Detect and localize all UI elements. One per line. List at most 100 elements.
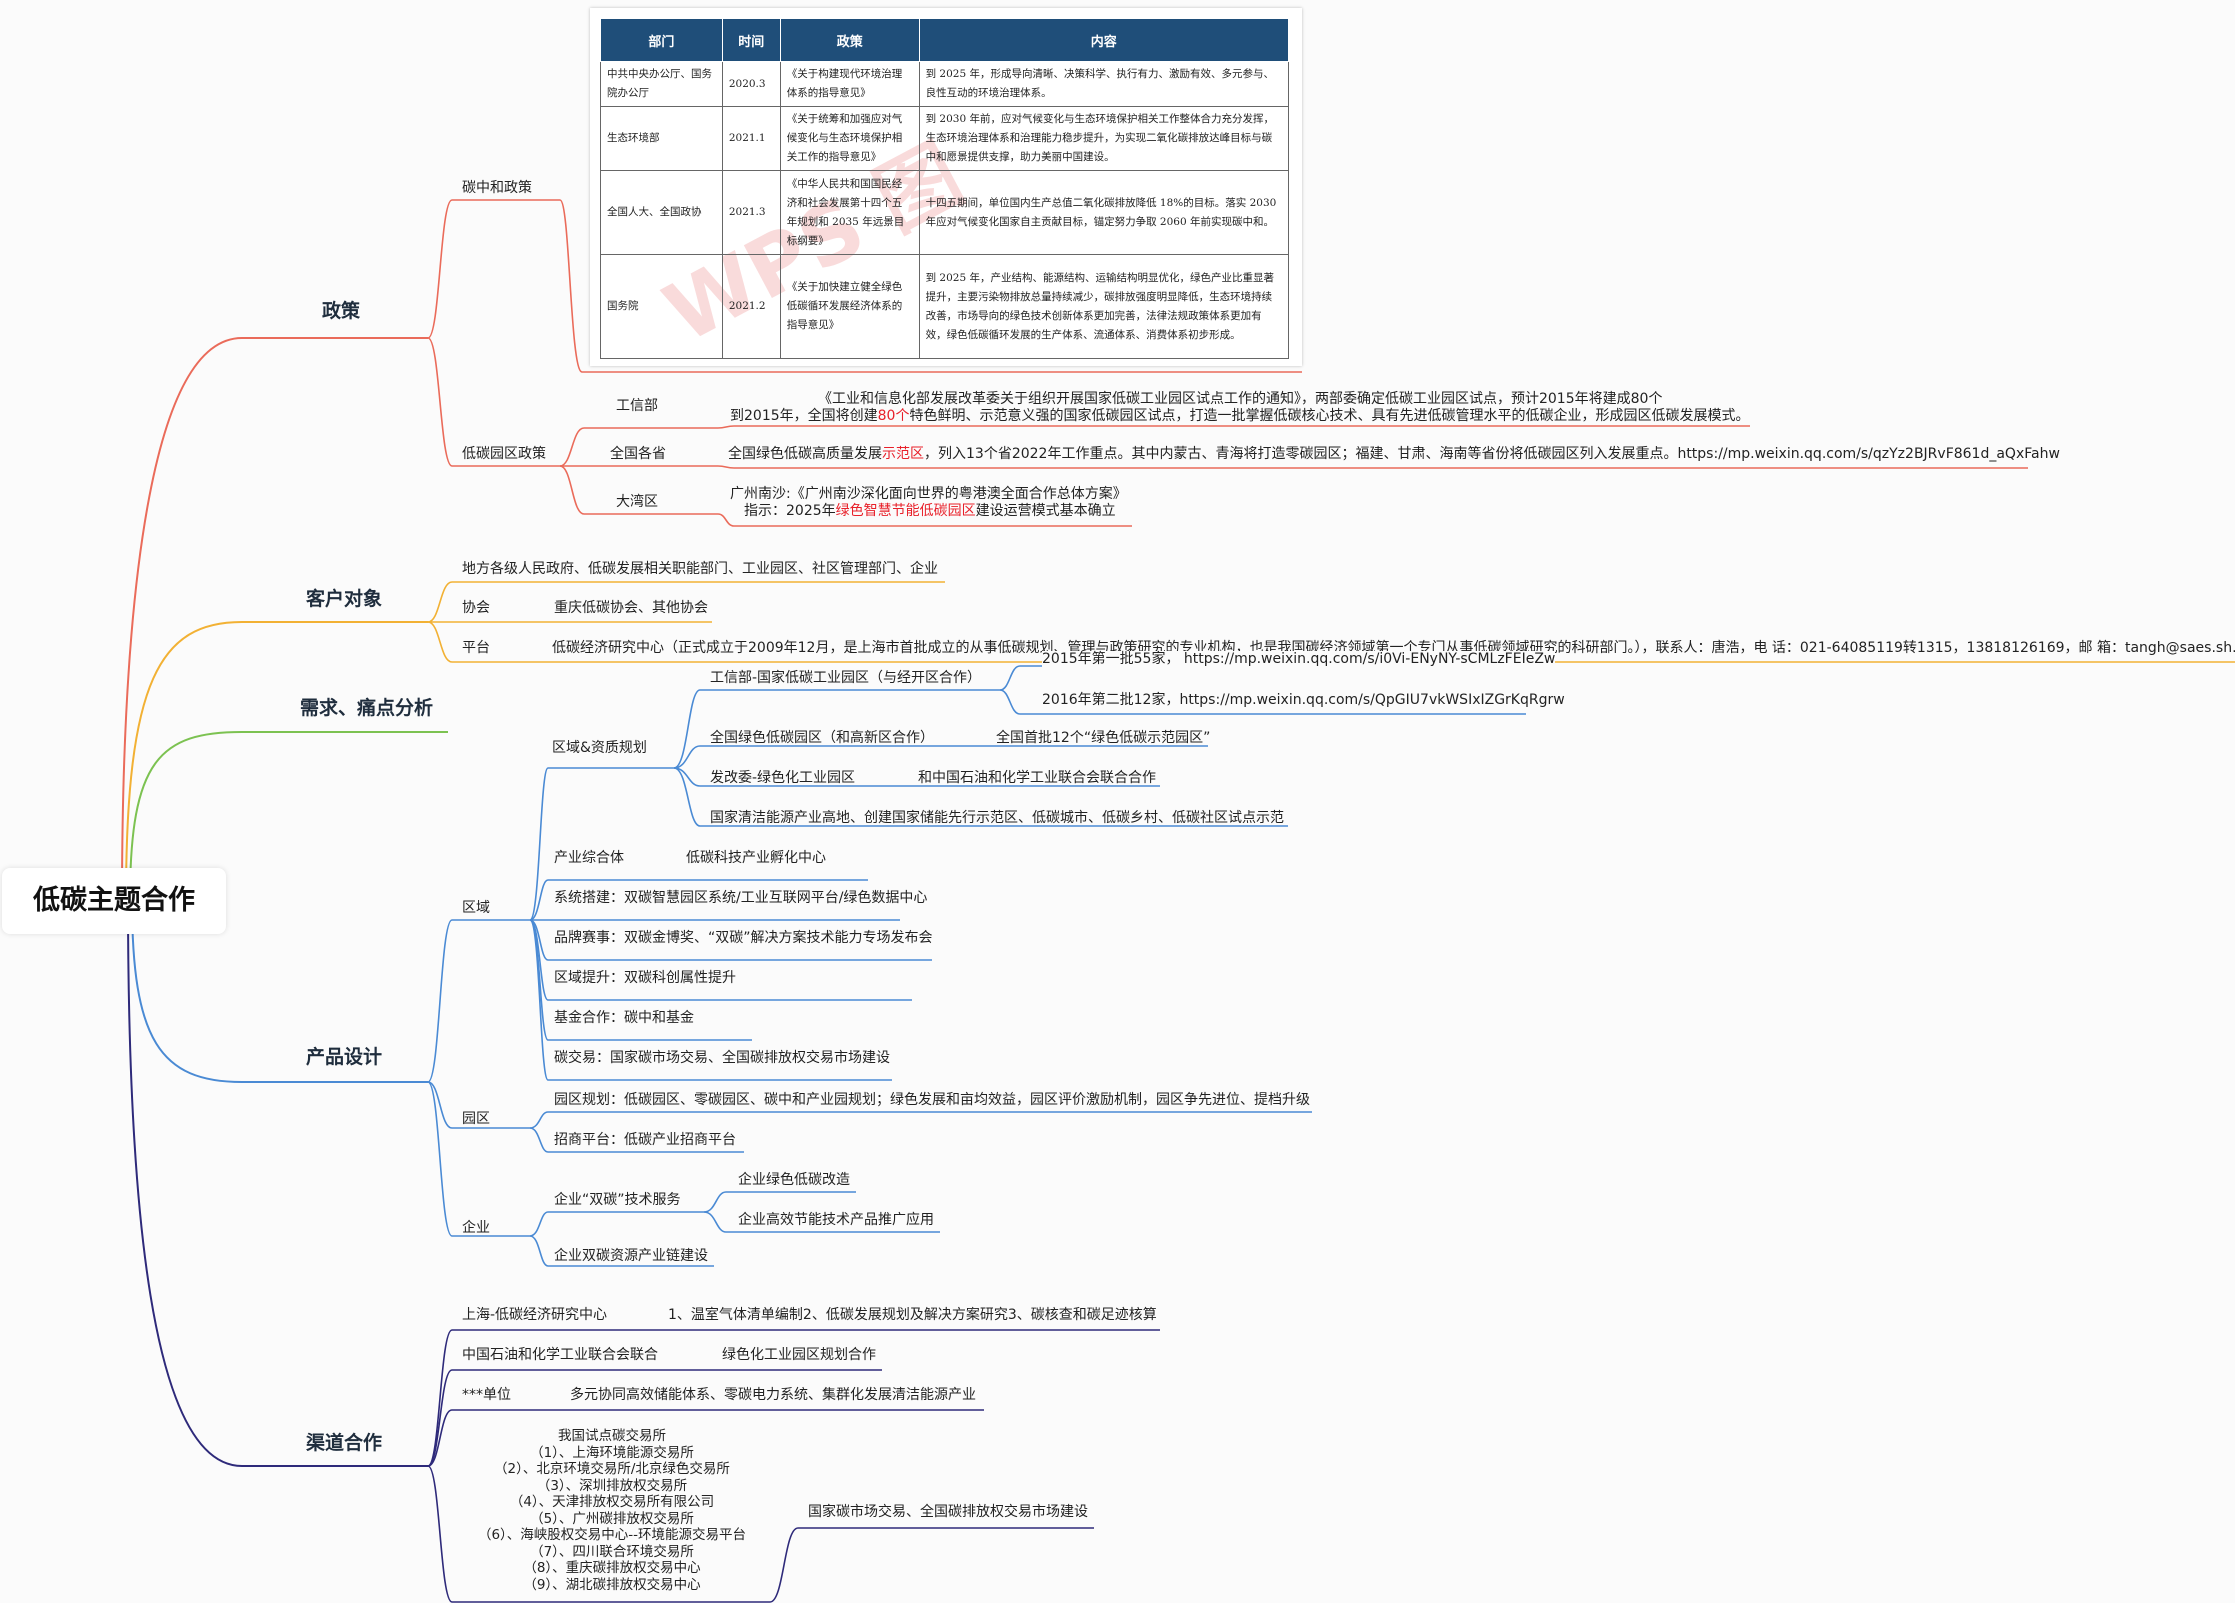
exchange-item: （7）、四川联合环境交易所 [530,1543,694,1560]
table-cell: 2020.3 [721,61,781,107]
node-product[interactable]: 产品设计 [306,1046,383,1068]
table-cell: 全国人大、全国政协 [600,170,723,255]
node-customer[interactable]: 客户对象 [306,588,383,610]
prov-text: ，列入13个省2022年工作重点。其中内蒙古、青海将打造零碳园区；福建、甘肃、海… [924,446,2060,462]
node-miit-detail[interactable]: 《工业和信息化部发展改革委关于组织开展国家低碳工业园区试点工作的通知》，两部委确… [730,391,1749,425]
table-cell: 生态环境部 [600,106,723,171]
node-industry[interactable]: 产业综合体 [554,850,624,866]
node-cpcif-detail[interactable]: 绿色化工业园区规划合作 [722,1347,876,1363]
table-cell: 2021.2 [721,254,781,359]
node-park-plan[interactable]: 园区规划：低碳园区、零碳园区、碳中和产业园规划；绿色发展和亩均效益，园区评价激励… [554,1092,1310,1108]
node-provinces[interactable]: 全国各省 [610,446,666,462]
table-cell: 十四五期间，单位国内生产总值二氧化碳排放降低 18%的目标。落实 2030 年应… [918,170,1290,255]
table-cell: 《关于构建现代环境治理体系的指导意见》 [779,61,920,107]
node-policy[interactable]: 政策 [322,300,361,322]
node-batch-2[interactable]: 2016年第二批12家，https://mp.weixin.qq.com/s/Q… [1042,692,1565,708]
table-cell: 《中华人民共和国国民经济和社会发展第十四个五年规划和 2035 年远景目标纲要》 [779,170,920,255]
table-cell: 《关于统筹和加强应对气候变化与生态环境保护相关工作的指导意见》 [779,106,920,171]
node-national[interactable]: 国家清洁能源产业高地、创建国家储能先行示范区、低碳城市、低碳乡村、低碳社区试点示… [710,810,1284,826]
node-miit-park[interactable]: 工信部-国家低碳工业园区（与经开区合作） [710,670,982,686]
node-trade[interactable]: 碳交易：国家碳市场交易、全国碳排放权交易市场建设 [554,1050,890,1066]
exchange-item: （6）、海峡股权交易中心--环境能源交易平台 [477,1527,747,1543]
miit-line-1: 《工业和信息化部发展改革委关于组织开展国家低碳工业园区试点工作的通知》，两部委确… [818,391,1663,407]
table-cell: 国务院 [600,254,723,359]
table-header: 政策 [779,18,920,62]
miit-text: 特色鲜明、示范意义强的国家低碳园区试点，打造一批掌握低碳核心技术、具有先进低碳管… [909,408,1750,424]
node-carbon-policy[interactable]: 碳中和政策 [462,180,532,196]
node-chain[interactable]: 企业双碳资源产业链建设 [554,1248,708,1264]
table-header: 部门 [600,18,723,62]
policy-table-image: WPS 图 部门 时间 政策 内容 中共中央办公厅、国务院办公厅 2020.3 … [590,8,1302,366]
bay-line-2: 指示：2025年绿色智慧节能低碳园区建设运营模式基本确立 [730,503,1127,520]
bay-line-1: 广州南沙:《广州南沙深化面向世界的粤港澳全面合作总体方案》 [730,486,1127,502]
table-cell: 《关于加快建立健全绿色低碳循环发展经济体系的指导意见》 [779,254,920,359]
table-row: 中共中央办公厅、国务院办公厅 2020.3 《关于构建现代环境治理体系的指导意见… [600,61,1290,107]
node-tech-2[interactable]: 企业高效节能技术产品推广应用 [738,1212,934,1228]
node-system[interactable]: 系统搭建：双碳智慧园区系统/工业互联网平台/绿色数据中心 [554,890,928,906]
bay-text: 指示：2025年 [744,503,836,519]
exchange-item: （1）、上海环境能源交易所 [530,1444,694,1461]
node-park-policy[interactable]: 低碳园区政策 [462,446,546,462]
node-ndrc-detail[interactable]: 和中国石油和化学工业联合会联合合作 [918,770,1156,786]
node-invest[interactable]: 招商平台：低碳产业招商平台 [554,1132,736,1148]
miit-line-2: 到2015年，全国将创建80个特色鲜明、示范意义强的国家低碳园区试点，打造一批掌… [730,408,1749,425]
miit-text: 到2015年，全国将创建 [730,408,878,424]
node-enterprise[interactable]: 企业 [462,1220,490,1236]
table-row: 全国人大、全国政协 2021.3 《中华人民共和国国民经济和社会发展第十四个五年… [600,170,1290,255]
node-association-detail[interactable]: 重庆低碳协会、其他协会 [554,600,708,616]
table-cell: 到 2030 年前，应对气候变化与生态环境保护相关工作整体合力充分发挥，生态环境… [918,106,1290,171]
node-green-park-detail[interactable]: 全国首批12个“绿色低碳示范园区” [996,730,1211,746]
connector-policy [121,337,243,901]
table-cell: 到 2025 年，产业结构、能源结构、运输结构明显优化，绿色产业比重显著提升，主… [918,254,1290,359]
node-batch-1[interactable]: 2015年第一批55家， https://mp.weixin.qq.com/s/… [1042,651,1556,668]
node-cpcif[interactable]: 中国石油和化学工业联合会联合 [462,1347,658,1363]
table-cell: 到 2025 年，形成导向清晰、决策科学、执行有力、激励有效、多元参与、良性互动… [918,61,1290,107]
bay-highlight: 绿色智慧节能低碳园区 [835,503,976,519]
node-park[interactable]: 园区 [462,1111,490,1127]
node-provinces-detail[interactable]: 全国绿色低碳高质量发展示范区，列入13个省2022年工作重点。其中内蒙古、青海将… [728,446,2060,463]
node-unit-detail[interactable]: 多元协同高效储能体系、零碳电力系统、集群化发展清洁能源产业 [570,1387,976,1403]
node-exchanges[interactable]: 我国试点碳交易所 （1）、上海环境能源交易所 （2）、北京环境交易所/北京绿色交… [462,1428,762,1593]
prov-text: 全国绿色低碳高质量发展 [728,446,882,462]
prov-highlight: 示范区 [882,446,924,462]
node-platform-detail[interactable]: 低碳经济研究中心（正式成立于2009年12月，是上海市首批成立的从事低碳规划、管… [552,640,2235,656]
node-platform[interactable]: 平台 [462,640,490,656]
exchange-item: （2）、北京环境交易所/北京绿色交易所 [494,1461,730,1477]
node-region[interactable]: 区域 [462,900,490,916]
node-shanghai-detail[interactable]: 1、温室气体清单编制2、低碳发展规划及解决方案研究3、碳核查和碳足迹核算 [668,1307,1157,1323]
node-ndrc[interactable]: 发改委-绿色化工业园区 [710,770,856,786]
table-header: 时间 [721,18,781,62]
table-cell: 中共中央办公厅、国务院办公厅 [600,61,723,107]
exchange-item: 我国试点碳交易所 [558,1428,666,1444]
bay-text: 建设运营模式基本确立 [975,503,1116,519]
node-channel[interactable]: 渠道合作 [306,1432,383,1454]
connector-customer [125,621,243,901]
node-customer-list[interactable]: 地方各级人民政府、低碳发展相关职能部门、工业园区、社区管理部门、企业 [462,561,938,577]
table-cell: 2021.3 [721,170,781,255]
node-promote[interactable]: 区域提升：双碳科创属性提升 [554,970,736,986]
node-unit[interactable]: ***单位 [462,1387,511,1403]
node-tech-1[interactable]: 企业绿色低碳改造 [738,1172,850,1188]
exchange-item: （9）、湖北碳排放权交易中心 [523,1576,701,1593]
node-industry-detail[interactable]: 低碳科技产业孵化中心 [686,850,826,866]
node-needs[interactable]: 需求、痛点分析 [300,697,434,719]
policy-table: 部门 时间 政策 内容 中共中央办公厅、国务院办公厅 2020.3 《关于构建现… [600,18,1290,359]
node-brand[interactable]: 品牌赛事：双碳金博奖、“双碳”解决方案技术能力专场发布会 [554,930,933,946]
miit-highlight: 80个 [877,408,910,424]
node-fund[interactable]: 基金合作：碳中和基金 [554,1010,694,1026]
exchange-item: （4）、天津排放权交易所有限公司 [509,1494,715,1510]
node-miit[interactable]: 工信部 [616,398,658,414]
table-row: 国务院 2021.2 《关于加快建立健全绿色低碳循环发展经济体系的指导意见》 到… [600,254,1290,359]
node-exchanges-detail[interactable]: 国家碳市场交易、全国碳排放权交易市场建设 [808,1504,1088,1520]
node-bay-detail[interactable]: 广州南沙:《广州南沙深化面向世界的粤港澳全面合作总体方案》 指示：2025年绿色… [730,486,1127,520]
node-bay[interactable]: 大湾区 [616,494,658,510]
node-tech[interactable]: 企业“双碳”技术服务 [554,1192,681,1208]
node-shanghai[interactable]: 上海-低碳经济研究中心 [462,1307,608,1323]
root-node[interactable]: 低碳主题合作 [2,868,226,934]
node-qualification[interactable]: 区域&资质规划 [552,740,647,756]
exchange-item: （5）、广州碳排放权交易所 [530,1510,694,1527]
table-header: 内容 [918,18,1290,62]
node-association[interactable]: 协会 [462,600,490,616]
node-green-park[interactable]: 全国绿色低碳园区（和高新区合作） [710,730,934,746]
table-cell: 2021.1 [721,106,781,171]
